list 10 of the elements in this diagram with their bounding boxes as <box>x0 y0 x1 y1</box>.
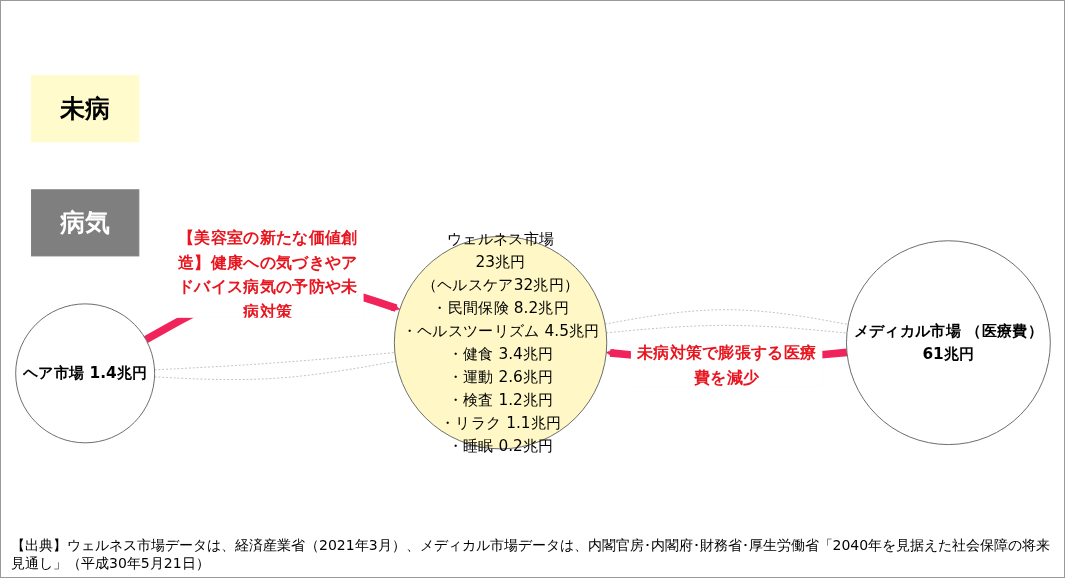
node-box: 病気 <box>30 189 139 257</box>
connector <box>153 352 395 371</box>
connector <box>153 361 396 381</box>
node-circle: メディカル市場 （医療費） 61兆円 <box>845 240 1051 446</box>
node-box: 未病 <box>30 75 139 143</box>
connector <box>605 325 847 334</box>
edge-label: 未病対策で膨張する医療費を減少 <box>636 342 816 387</box>
node-circle: ヘア市場 1.4兆円 <box>14 303 155 444</box>
source-note: 【出典】ウェルネス市場データは、経済産業省（2021年3月）、メディカル市場データは、内閣官房･内閣府･財務省･厚生労働省「2040年を見据えた社会保障の将来見通し」（平成30年5月21日） <box>10 536 1052 573</box>
node-label: ウェルネス市場 <box>446 229 554 249</box>
